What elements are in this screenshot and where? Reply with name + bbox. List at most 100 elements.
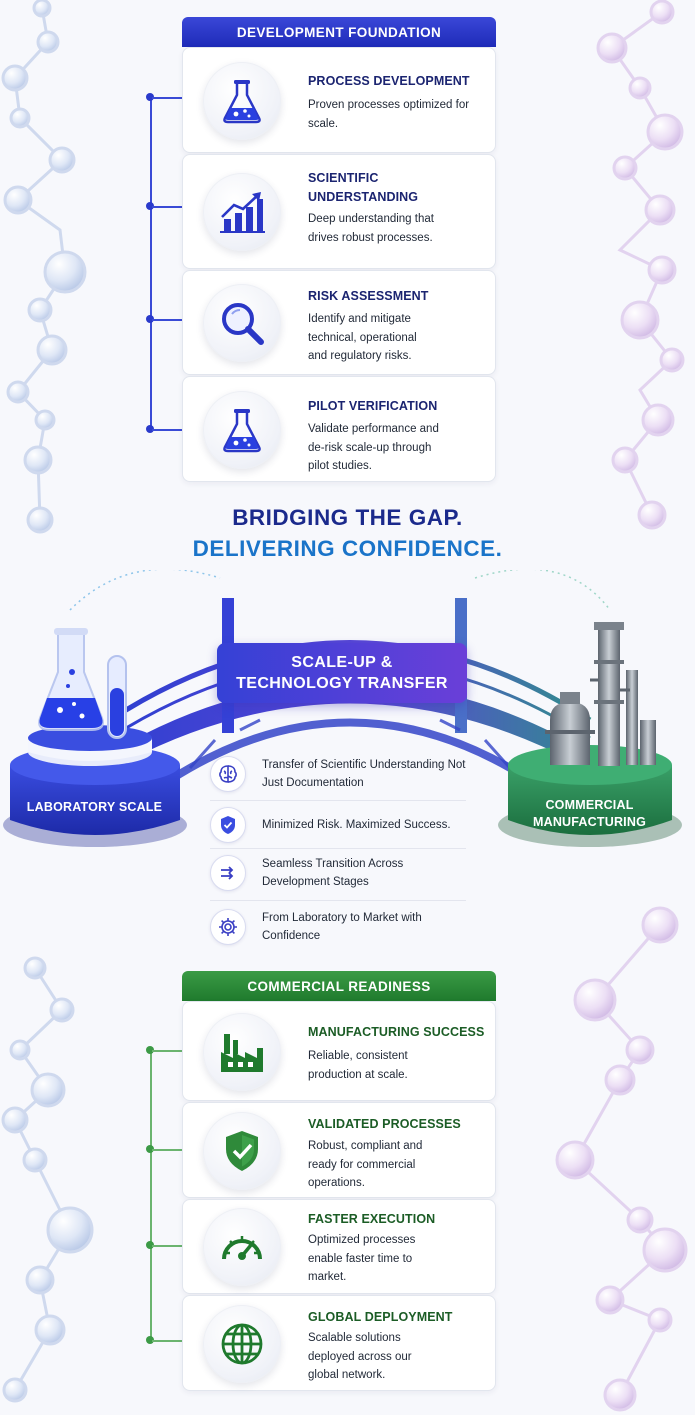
foundation-dot-4 bbox=[146, 425, 154, 433]
card-text: Deep understanding that drives robust pr… bbox=[308, 213, 434, 244]
foundation-icon-circle bbox=[203, 173, 281, 251]
feature-text: Seamless Transition Across Development S… bbox=[262, 858, 404, 888]
gear-icon bbox=[219, 918, 237, 936]
dotted-arc-right bbox=[474, 570, 611, 611]
card-title: PILOT VERIFICATION bbox=[308, 399, 438, 413]
dotted-arc-left bbox=[69, 570, 221, 611]
laboratory-scale-label: LABORATORY SCALE bbox=[26, 800, 163, 814]
banner-line-2: TECHNOLOGY TRANSFER bbox=[236, 675, 448, 692]
molecule-right-top bbox=[596, 0, 685, 530]
bridge-illustration bbox=[3, 570, 682, 847]
foundation-icon-circle bbox=[203, 62, 281, 140]
readiness-branch-4 bbox=[152, 1340, 182, 1342]
molecule-left-bottom bbox=[1, 956, 94, 1403]
foundation-branch-3 bbox=[152, 319, 182, 321]
foundation-card-risk-assessment: RISK ASSESSMENT Identify and mitigate te… bbox=[182, 270, 496, 375]
molecule-left-top bbox=[1, 0, 87, 534]
readiness-dot-4 bbox=[146, 1336, 154, 1344]
foundation-dot-1 bbox=[146, 93, 154, 101]
molecule-right-bottom bbox=[555, 906, 688, 1412]
card-text: Identify and mitigate technical, operati… bbox=[308, 313, 417, 362]
readiness-dot-3 bbox=[146, 1241, 154, 1249]
feature-icon-wrap bbox=[210, 909, 246, 945]
feature-divider bbox=[210, 800, 466, 801]
scale-up-banner: SCALE-UP & TECHNOLOGY TRANSFER bbox=[217, 643, 467, 703]
readiness-dot-2 bbox=[146, 1145, 154, 1153]
feature-text: Transfer of Scientific Understanding Not… bbox=[262, 759, 466, 789]
readiness-icon-circle bbox=[203, 1208, 281, 1286]
foundation-dot-2 bbox=[146, 202, 154, 210]
foundation-branch-4 bbox=[152, 429, 182, 431]
commercial-label-line-2: MANUFACTURING bbox=[532, 815, 646, 829]
banner-line-1: SCALE-UP & bbox=[291, 654, 393, 671]
headline-line-1: BRIDGING THE GAP. bbox=[232, 505, 463, 530]
readiness-card-validated-processes: VALIDATED PROCESSES Robust, compliant an… bbox=[182, 1102, 496, 1198]
factory-platform bbox=[508, 765, 672, 835]
feature-icon-wrap bbox=[210, 855, 246, 891]
factory-icon bbox=[221, 1034, 263, 1072]
card-text: Proven processes optimized for scale. bbox=[308, 99, 470, 130]
readiness-branch-2 bbox=[152, 1149, 182, 1151]
readiness-dot-1 bbox=[146, 1046, 154, 1054]
factory-equipment-icon bbox=[545, 622, 656, 766]
readiness-icon-circle bbox=[203, 1112, 281, 1190]
readiness-connector-line bbox=[150, 1050, 152, 1340]
feature-item: Minimized Risk. Maximized Success. bbox=[210, 803, 465, 849]
flask-icon bbox=[223, 80, 261, 124]
bridge-deck bbox=[90, 682, 610, 782]
readiness-header: COMMERCIAL READINESS bbox=[182, 971, 496, 1001]
shield-check-icon bbox=[221, 816, 235, 834]
feature-text: From Laboratory to Market with Confidenc… bbox=[262, 912, 422, 942]
readiness-branch-3 bbox=[152, 1245, 182, 1247]
lab-platform bbox=[10, 765, 180, 835]
foundation-connector-line bbox=[150, 97, 152, 429]
shield-check-icon bbox=[226, 1131, 258, 1171]
foundation-card-process-development: PROCESS DEVELOPMENT Proven processes opt… bbox=[182, 47, 496, 153]
flask-icon bbox=[223, 409, 261, 453]
feature-icon-wrap bbox=[210, 756, 246, 792]
foundation-card-pilot-verification: PILOT VERIFICATION Validate performance … bbox=[182, 376, 496, 482]
feature-text: Minimized Risk. Maximized Success. bbox=[262, 819, 451, 831]
growth-chart-icon bbox=[220, 192, 265, 233]
readiness-card-faster-execution: FASTER EXECUTION Optimized processes ena… bbox=[182, 1199, 496, 1294]
headline-line-2: DELIVERING CONFIDENCE. bbox=[192, 536, 503, 561]
foundation-dot-3 bbox=[146, 315, 154, 323]
feature-divider bbox=[210, 900, 466, 901]
card-title: FASTER EXECUTION bbox=[308, 1212, 436, 1226]
lab-flask-icon bbox=[38, 628, 104, 731]
foundation-icon-circle bbox=[203, 284, 281, 362]
foundation-icon-circle bbox=[203, 391, 281, 469]
card-title: VALIDATED PROCESSES bbox=[308, 1117, 461, 1131]
globe-icon bbox=[221, 1323, 263, 1365]
card-text: Scalable solutions deployed across our g… bbox=[308, 1332, 412, 1381]
commercial-manufacturing-label: COMMERCIAL MANUFACTURING bbox=[512, 797, 667, 831]
card-title: PROCESS DEVELOPMENT bbox=[308, 74, 470, 88]
card-text: Optimized processes enable faster time t… bbox=[308, 1234, 416, 1283]
foundation-card-scientific-understanding: SCIENTIFIC UNDERSTANDING Deep understand… bbox=[182, 154, 496, 269]
card-title: GLOBAL DEPLOYMENT bbox=[308, 1310, 453, 1324]
arrow-transition-icon bbox=[221, 866, 234, 880]
card-title: SCIENTIFIC UNDERSTANDING bbox=[308, 171, 419, 204]
speedometer-icon bbox=[222, 1236, 262, 1260]
card-text: Reliable, consistent production at scale… bbox=[308, 1050, 408, 1081]
feature-item: Transfer of Scientific Understanding Not… bbox=[210, 752, 465, 798]
card-title: RISK ASSESSMENT bbox=[308, 289, 429, 303]
readiness-icon-circle bbox=[203, 1013, 281, 1091]
foundation-branch-2 bbox=[152, 206, 182, 208]
magnifier-icon bbox=[222, 303, 264, 345]
readiness-branch-1 bbox=[152, 1050, 182, 1052]
readiness-card-global-deployment: GLOBAL DEPLOYMENT Scalable solutions dep… bbox=[182, 1295, 496, 1391]
feature-item: From Laboratory to Market with Confidenc… bbox=[210, 905, 465, 951]
card-text: Validate performance and de-risk scale-u… bbox=[308, 423, 439, 472]
foundation-header: DEVELOPMENT FOUNDATION bbox=[182, 17, 496, 47]
card-text: Robust, compliant and ready for commerci… bbox=[308, 1140, 423, 1189]
feature-divider bbox=[210, 848, 466, 849]
feature-icon-wrap bbox=[210, 807, 246, 843]
card-title: MANUFACTURING SUCCESS bbox=[308, 1025, 485, 1039]
test-tube-icon bbox=[107, 655, 127, 739]
readiness-card-manufacturing-success: MANUFACTURING SUCCESS Reliable, consiste… bbox=[182, 1001, 496, 1101]
foundation-branch-1 bbox=[152, 97, 182, 99]
commercial-label-line-1: COMMERCIAL bbox=[545, 798, 634, 812]
brain-icon bbox=[219, 765, 237, 783]
feature-item: Seamless Transition Across Development S… bbox=[210, 851, 465, 897]
